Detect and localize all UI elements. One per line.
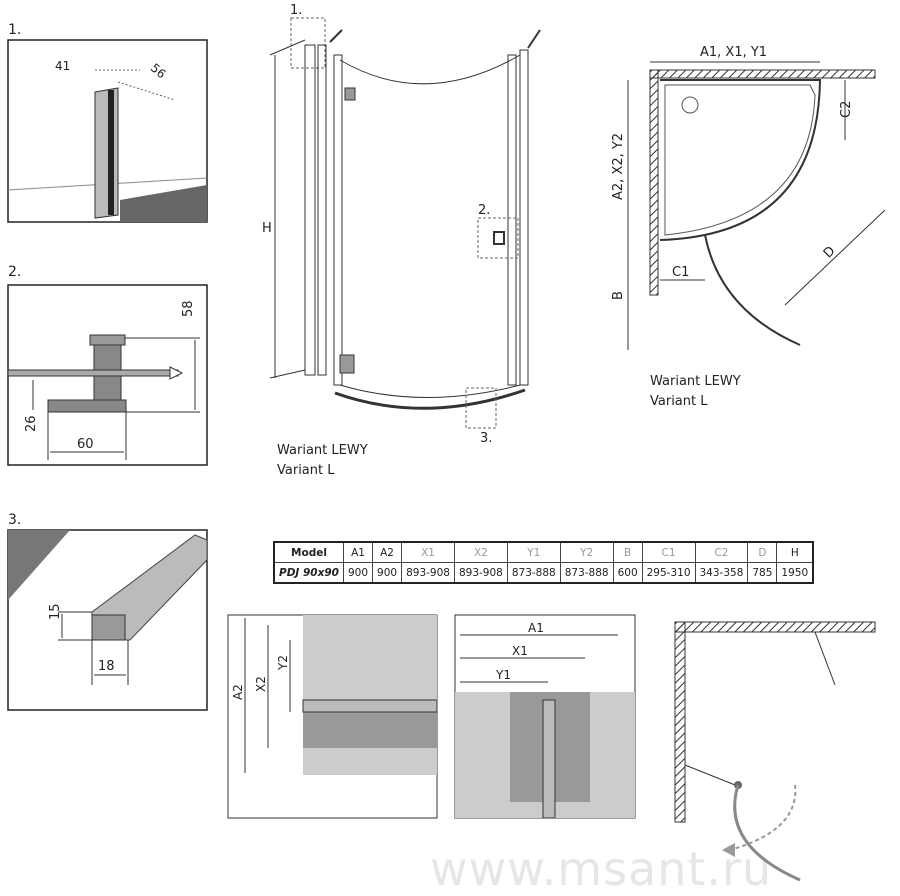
header-model: Model [273, 541, 344, 563]
table-header-row: Model A1 A2 X1 X2 Y1 Y2 B C1 C2 D H [273, 541, 814, 563]
detail-2-dim-58: 58 [181, 300, 196, 317]
header-c2: C2 [694, 541, 749, 563]
cell-c2: 343-358 [694, 562, 749, 584]
header-x2: X2 [453, 541, 508, 563]
header-y2: Y2 [559, 541, 614, 563]
detail-1-label: 1. [8, 22, 21, 38]
cell-c1: 295-310 [641, 562, 696, 584]
header-x1: X1 [401, 541, 455, 563]
caption-line-2: Variant L [650, 394, 708, 409]
corner-swing-diagram [674, 621, 876, 882]
header-a2: A2 [372, 541, 403, 563]
detail-3-label: 3. [8, 512, 21, 528]
header-d: D [747, 541, 778, 563]
detail-1-dim-41: 41 [55, 59, 70, 73]
cell-model: PDJ 90x90 [273, 562, 344, 584]
front-label-a1: A1 [528, 621, 544, 635]
detail-3-dim-18: 18 [98, 659, 115, 674]
detail-2: 2. 58 26 60 [7, 264, 208, 466]
detail-3-dim-15: 15 [48, 603, 63, 620]
height-label: H [262, 221, 272, 236]
cell-a2: 900 [372, 562, 403, 584]
plan-label-b: B [611, 291, 626, 300]
cell-d: 785 [747, 562, 778, 584]
header-a1: A1 [342, 541, 374, 563]
callout-2: 2. [478, 203, 490, 218]
side-label-a2: A2 [231, 684, 245, 700]
front-view: 1. 2. 3. H [262, 3, 541, 446]
plan-label-c1: C1 [672, 265, 689, 280]
side-label-x2: X2 [254, 676, 268, 692]
plan-label-left: A2, X2, Y2 [611, 133, 626, 200]
header-h: H [776, 541, 814, 563]
cell-y1: 873-888 [506, 562, 561, 584]
bottom-front-diagram: A1 X1 Y1 [454, 614, 636, 819]
cell-b: 600 [612, 562, 643, 584]
front-label-x1: X1 [512, 644, 528, 658]
plan-label-c2: C2 [839, 101, 854, 118]
bottom-side-diagram: A2 X2 Y2 [227, 614, 438, 819]
callout-1: 1. [290, 3, 302, 18]
caption-line-1: Wariant LEWY [650, 374, 741, 389]
plan-label-d: D [821, 244, 839, 262]
header-y1: Y1 [506, 541, 561, 563]
dimension-table: Model A1 A2 X1 X2 Y1 Y2 B C1 C2 D H PDJ … [273, 541, 815, 584]
side-label-y2: Y2 [276, 655, 290, 671]
caption-line-2: Variant L [277, 463, 335, 478]
caption-line-1: Wariant LEWY [277, 443, 368, 458]
front-view-caption: Wariant LEWY Variant L [277, 441, 368, 481]
cell-h: 1950 [776, 562, 814, 584]
table-row: PDJ 90x90 900 900 893-908 893-908 873-88… [273, 562, 814, 584]
cell-a1: 900 [342, 562, 374, 584]
detail-2-dim-60: 60 [77, 437, 94, 452]
detail-3: 3. 15 18 [7, 512, 208, 711]
detail-2-dim-26: 26 [24, 415, 39, 432]
watermark: www.msant.ru [430, 842, 773, 896]
front-label-y1: Y1 [495, 668, 511, 682]
cell-x2: 893-908 [453, 562, 508, 584]
plan-view-caption: Wariant LEWY Variant L [650, 372, 741, 412]
plan-view: A1, X1, Y1 A2, X2, Y2 B C2 D C1 [611, 45, 886, 350]
header-c1: C1 [641, 541, 696, 563]
detail-2-label: 2. [8, 264, 21, 280]
callout-3: 3. [480, 431, 492, 446]
plan-label-top: A1, X1, Y1 [700, 45, 767, 60]
header-b: B [612, 541, 643, 563]
cell-x1: 893-908 [401, 562, 455, 584]
cell-y2: 873-888 [559, 562, 614, 584]
detail-1: 1. 41 56 [7, 22, 208, 223]
